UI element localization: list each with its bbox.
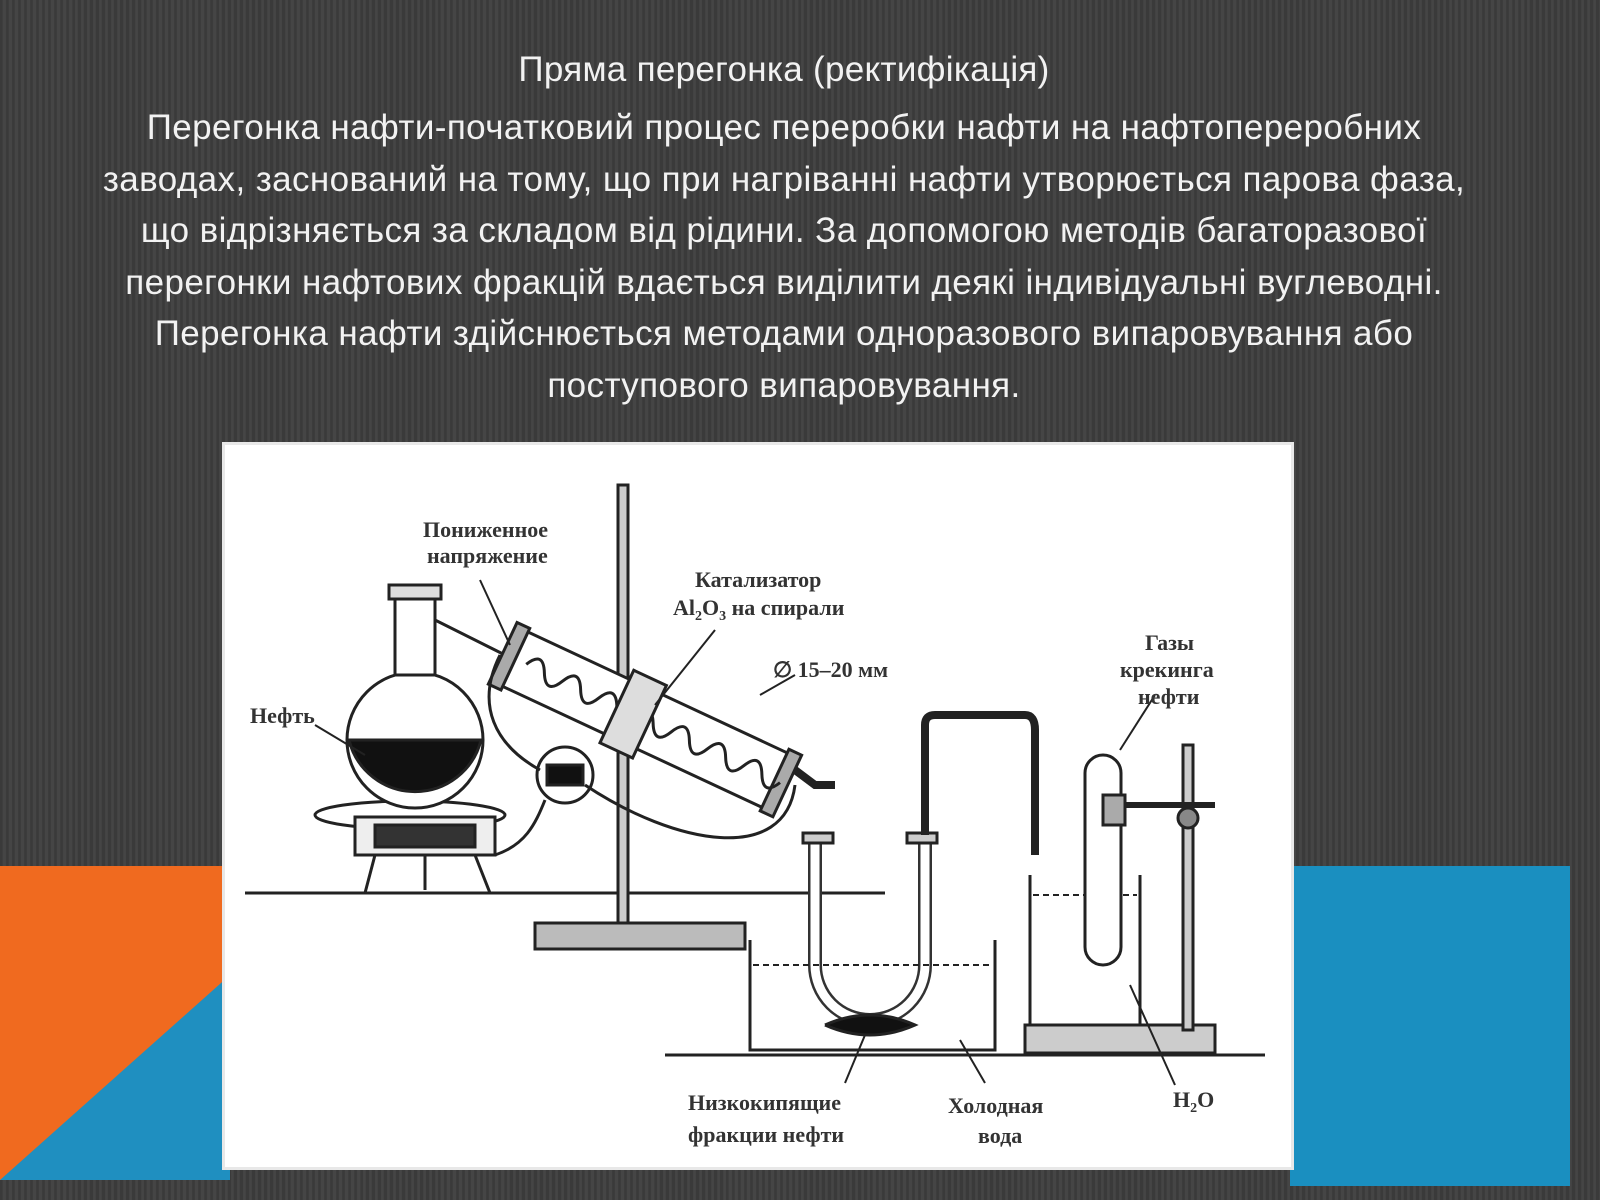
label-catalyst-1: Катализатор: [695, 567, 821, 592]
slide-title: Пряма перегонка (ректифікація): [518, 50, 1050, 89]
label-reduced-voltage-2: напряжение: [427, 543, 548, 568]
slide-body-text: Перегонка нафти-початковий процес переро…: [80, 102, 1488, 411]
apparatus-drawing: Пониженное напряжение Катализатор Al2O3 …: [245, 483, 1265, 1148]
label-water: H2O: [1173, 1087, 1214, 1116]
catalyst-tube: [486, 620, 804, 819]
cold-water-beaker: [748, 940, 997, 1052]
label-reduced-voltage-1: Пониженное: [423, 517, 548, 542]
corner-decoration-left: [0, 866, 230, 1180]
gas-collection-beaker: [1023, 743, 1217, 1055]
label-low-boiling-1: Низкокипящие: [688, 1090, 841, 1115]
label-cracking-gases-1: Газы: [1145, 630, 1194, 655]
label-diameter: ∅ 15–20 мм: [773, 657, 888, 682]
round-flask: [345, 583, 506, 810]
label-cold-water-2: вода: [978, 1123, 1022, 1148]
label-cracking-gases-2: крекинга: [1120, 657, 1214, 682]
label-cold-water-1: Холодная: [948, 1093, 1043, 1118]
slide-body-paragraph: Перегонка нафти-початковий процес переро…: [102, 108, 1466, 405]
corner-decoration-right: [1290, 866, 1570, 1186]
heater-stand: [313, 799, 507, 894]
diagram-labels: Пониженное напряжение Катализатор Al2O3 …: [250, 517, 1214, 1148]
label-oil: Нефть: [250, 703, 315, 728]
label-catalyst-2: Al2O3 на спирали: [673, 595, 845, 624]
label-cracking-gases-3: нефти: [1138, 684, 1200, 709]
u-tube: [792, 711, 1039, 1037]
label-low-boiling-2: фракции нефти: [688, 1122, 844, 1147]
distillation-apparatus-figure: Пониженное напряжение Катализатор Al2O3 …: [222, 442, 1294, 1170]
transformer: [487, 654, 797, 857]
